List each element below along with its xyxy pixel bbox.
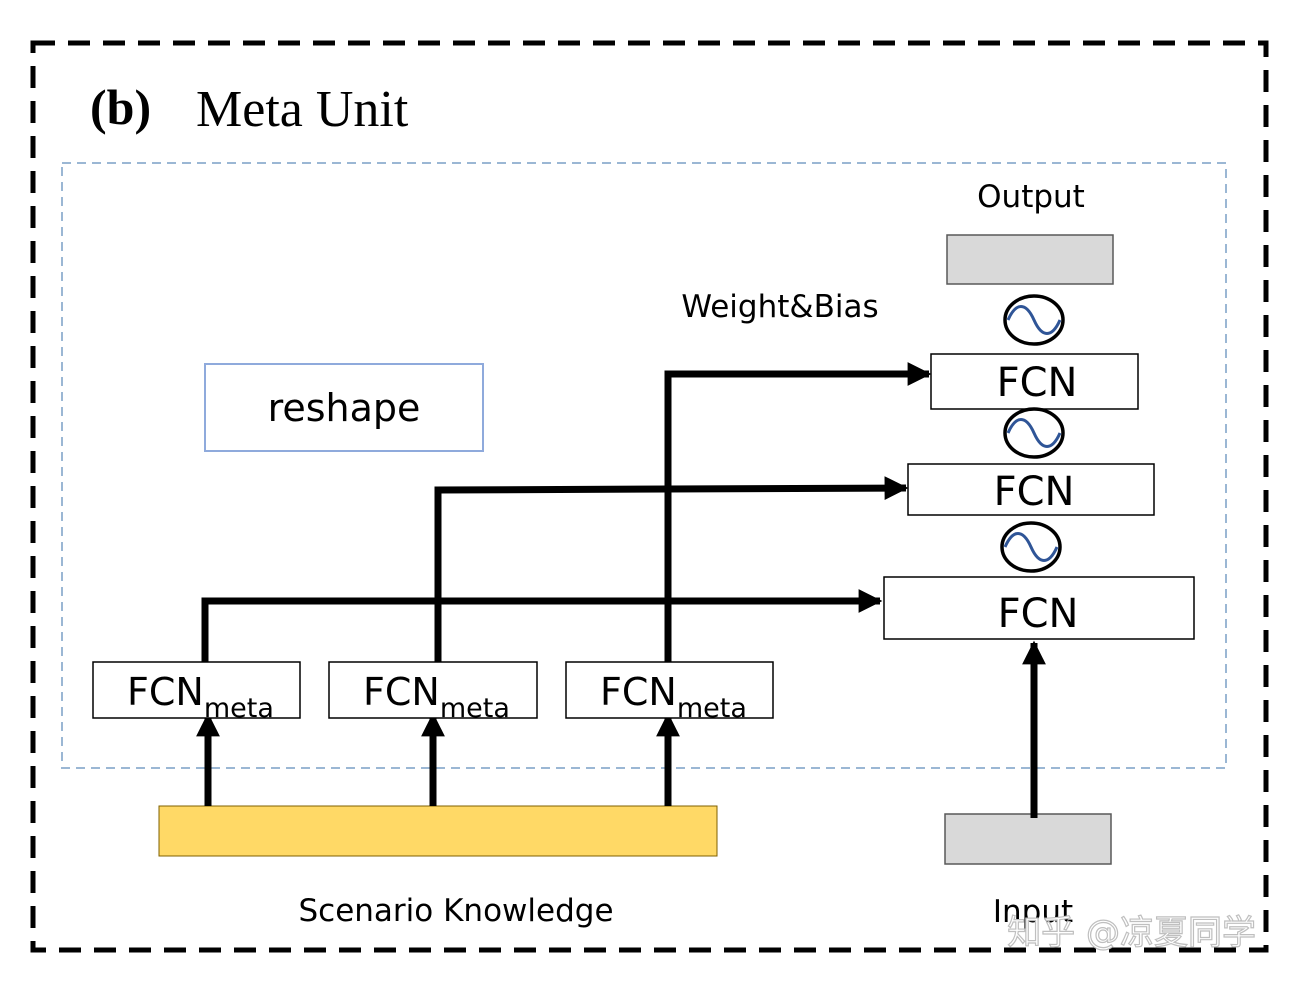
input-label: Input [993, 894, 1073, 930]
fcn-meta-label-2: FCNmeta [363, 670, 510, 724]
fcn-box-bottom [883, 576, 1195, 640]
output-label: Output [977, 179, 1085, 215]
input-box [944, 813, 1112, 865]
fcn-meta-label-3: FCNmeta [600, 670, 747, 724]
fcn-meta-box-3 [565, 661, 774, 719]
output-box [946, 234, 1114, 285]
weight-connector-1 [201, 589, 883, 662]
scenario-knowledge-bar [158, 805, 718, 857]
weight-connector-3 [664, 362, 932, 662]
fcn-meta-box-2 [328, 661, 538, 719]
outer-frame [30, 40, 1269, 953]
weight-connector-2 [434, 476, 909, 662]
fcn-label-bottom: FCN [998, 591, 1079, 637]
scenario-knowledge-label: Scenario Knowledge [298, 893, 613, 929]
reshape-label: reshape [268, 386, 421, 430]
watermark: 知乎 @凉夏同学 [1007, 913, 1256, 953]
fcn-label-middle: FCN [994, 469, 1075, 515]
weight-bias-label: Weight&Bias [681, 289, 878, 325]
activation-icon [1003, 294, 1065, 346]
reshape-box [204, 363, 484, 452]
fcn-label-top: FCN [997, 360, 1078, 406]
fcn-meta-box-1 [92, 661, 301, 719]
activation-icon [1000, 521, 1062, 573]
fcn-meta-label-1: FCNmeta [127, 670, 274, 724]
panel-title: Meta Unit [196, 81, 409, 138]
activation-icon [1003, 407, 1065, 459]
fcn-box-middle [907, 463, 1155, 516]
panel-label: (b) [90, 79, 151, 135]
